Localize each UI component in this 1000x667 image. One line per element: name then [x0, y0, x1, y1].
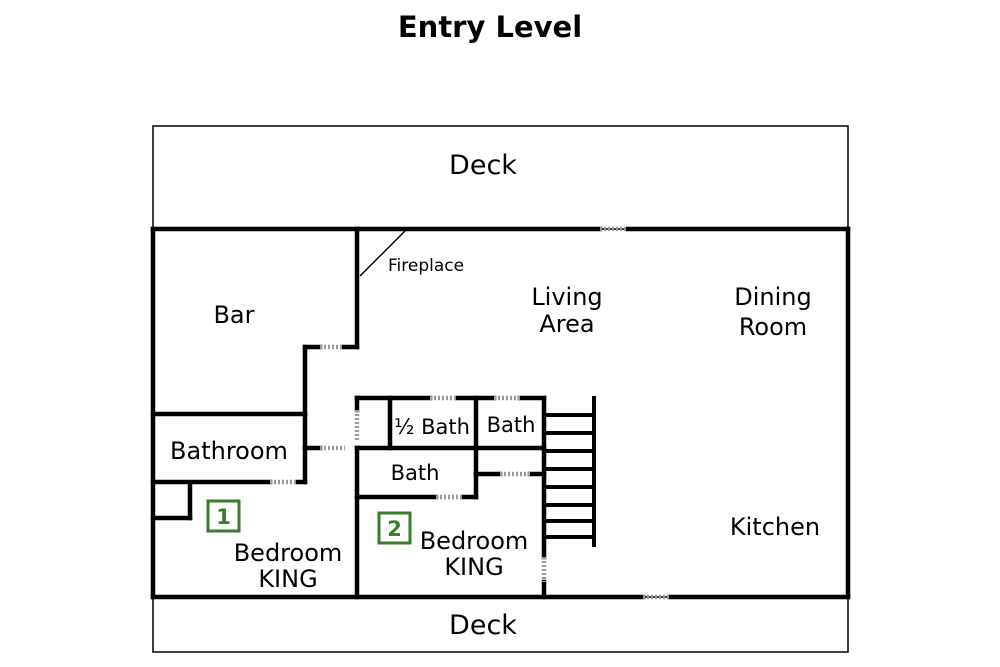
bedroom-1-label-line2: KING: [258, 565, 317, 593]
bar-label: Bar: [213, 301, 254, 329]
staircase: [546, 396, 596, 547]
plan-title: Entry Level: [398, 10, 582, 44]
bedroom-2-label-line2: KING: [444, 553, 503, 581]
fireplace-label: Fireplace: [388, 256, 464, 276]
badge-box: [377, 511, 412, 545]
bathroom-label: Bathroom: [170, 437, 288, 465]
living-area-label-line2: Area: [539, 310, 594, 338]
interior-walls: [150, 226, 547, 600]
bedroom-1-badge: 1: [206, 499, 241, 533]
bedroom-2-badge: 2: [377, 511, 412, 545]
dining-room-label-line2: Room: [739, 313, 807, 341]
door-openings: [270, 226, 671, 600]
bath-label-lower: Bath: [391, 461, 440, 485]
bedroom-2-label-line1: Bedroom: [420, 527, 529, 555]
badge-box: [206, 499, 241, 533]
badge-number: 2: [387, 517, 402, 541]
bath-label-upper: Bath: [487, 413, 536, 437]
deck-top-label: Deck: [449, 150, 517, 181]
fireplace-marker: [359, 230, 406, 277]
kitchen-label: Kitchen: [730, 513, 820, 541]
exterior-walls: [150, 226, 851, 600]
badge-number: 1: [216, 505, 231, 529]
living-area-label-line1: Living: [531, 283, 602, 311]
bedroom-1-label-line1: Bedroom: [234, 539, 343, 567]
half-bath-label: ½ Bath: [394, 415, 470, 439]
dining-room-label-line1: Dining: [734, 283, 811, 311]
deck-bottom-label: Deck: [449, 610, 517, 641]
